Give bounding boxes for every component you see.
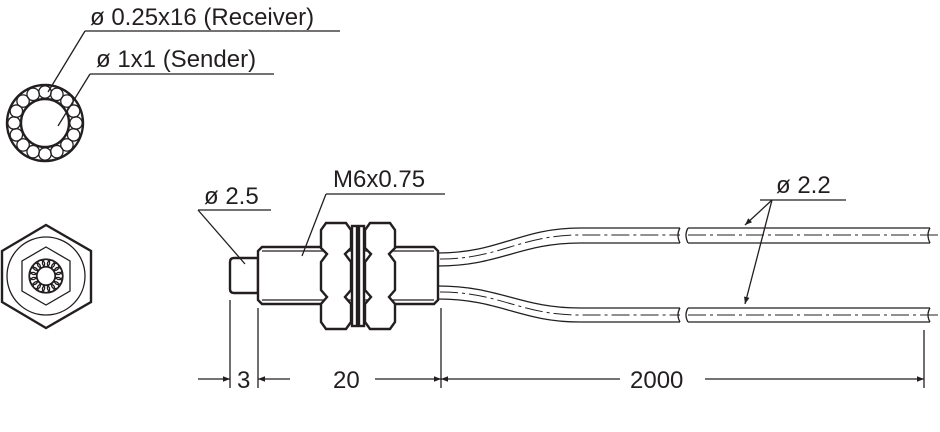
receiver-fiber (60, 138, 74, 152)
receiver-fiber (41, 284, 51, 294)
upper-cable (437, 227, 680, 267)
receiver-fiber (50, 262, 60, 272)
cable-diameter-label: ø 2.2 (776, 172, 831, 199)
washer (350, 224, 359, 328)
lower-cable (437, 285, 680, 323)
receiver-fiber (36, 283, 46, 293)
sensor-tip (228, 256, 260, 295)
nut-1 (319, 221, 353, 331)
receiver-label: ø 0.25x16 (Receiver) (90, 4, 314, 31)
receiver-fiber (53, 266, 63, 276)
receiver-fiber (36, 259, 46, 269)
receiver-fiber (66, 128, 81, 142)
cable-length-dimension: 2000 (630, 367, 683, 394)
receiver-fiber (46, 259, 56, 269)
tip-length-dimension: 3 (237, 367, 250, 394)
receiver-fiber (29, 266, 39, 276)
receiver-fiber (50, 87, 64, 102)
dimension-lines (198, 300, 925, 388)
receiver-fiber (50, 280, 60, 290)
body-length-dimension: 20 (333, 367, 360, 394)
receiver-fiber (28, 271, 38, 281)
thread-label: M6x0.75 (333, 166, 425, 193)
receiver-fiber (54, 271, 64, 281)
receiver-fiber (32, 280, 42, 290)
receiver-fiber (29, 276, 39, 286)
receiver-leader (47, 30, 86, 93)
sender-leader (57, 73, 91, 127)
sender-label: ø 1x1 (Sender) (96, 46, 256, 73)
receiver-fiber (53, 276, 63, 286)
sensor-side-view (228, 221, 940, 331)
receiver-fiber (32, 262, 42, 272)
tip-diameter-label: ø 2.5 (204, 183, 259, 210)
receiver-fiber (46, 283, 56, 293)
nut-2 (363, 221, 397, 331)
hex-front-view (0, 223, 93, 330)
receiver-fiber (26, 144, 40, 159)
receiver-fiber (9, 104, 24, 118)
receiver-fiber (16, 94, 30, 108)
fiber-end-view (5, 83, 85, 163)
receiver-fiber (16, 138, 30, 152)
receiver-fiber (41, 258, 51, 268)
